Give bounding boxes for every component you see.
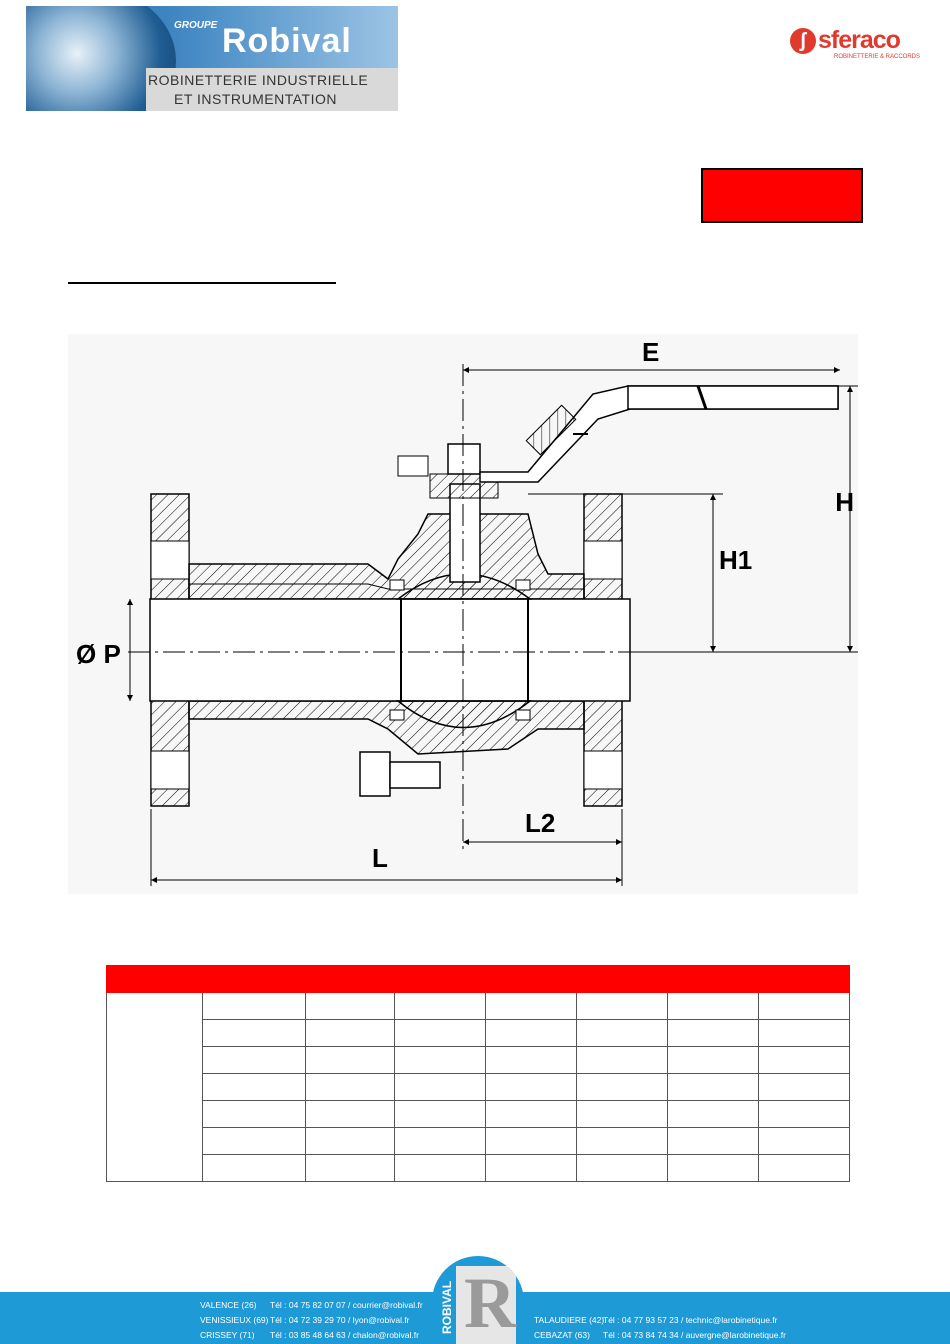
label-P: Ø P bbox=[76, 639, 121, 669]
logo-tagline-line-1: ROBINETTERIE INDUSTRIELLE bbox=[148, 72, 369, 88]
sferaco-subtitle: ROBINETTERIE & RACCORDS bbox=[834, 54, 921, 60]
logo-brand-name: Robival bbox=[222, 22, 352, 60]
footer-city: VENISSIEUX (69) bbox=[200, 1315, 269, 1325]
footer-contact: Tél : 04 75 82 07 07 / courrier@robival.… bbox=[270, 1300, 423, 1310]
emblem-vertical-text: ROBIVAL bbox=[440, 1280, 454, 1334]
table-header-cell bbox=[106, 965, 203, 993]
robival-logo: GROUPE Robival ROBINETTERIE INDUSTRIELLE… bbox=[26, 6, 398, 111]
title-underline bbox=[68, 282, 336, 284]
label-E: E bbox=[642, 337, 659, 367]
footer-city: CEBAZAT (63) bbox=[534, 1330, 590, 1340]
label-H: H bbox=[835, 487, 854, 517]
table-row bbox=[107, 1154, 850, 1182]
logo-group-label: GROUPE bbox=[174, 20, 218, 31]
valve-ball bbox=[389, 573, 533, 729]
sferaco-logo: ʃ sferaco ROBINETTERIE & RACCORDS bbox=[790, 26, 930, 64]
table-row bbox=[107, 1100, 850, 1128]
table-merged-cell bbox=[106, 992, 203, 1182]
footer-city: CRISSEY (71) bbox=[200, 1330, 255, 1340]
emblem-r-plate bbox=[456, 1266, 516, 1344]
footer-robival-emblem: R ROBIVAL bbox=[432, 1256, 524, 1344]
table-row bbox=[106, 992, 850, 1182]
table-row bbox=[107, 1046, 850, 1074]
emblem-r-icon: R bbox=[464, 1263, 516, 1343]
label-L: L bbox=[372, 843, 388, 873]
footer-city: TALAUDIERE (42) bbox=[534, 1315, 605, 1325]
ball-valve-drawing: E H H1 Ø P L2 L bbox=[68, 334, 858, 894]
table-header-cell bbox=[394, 965, 486, 993]
footer-contact: Tél : 04 77 93 57 23 / technic@larobinet… bbox=[603, 1315, 778, 1325]
footer-contact: Tél : 03 85 48 64 63 / chalon@robival.fr bbox=[270, 1330, 419, 1340]
dimensions-table bbox=[106, 965, 850, 1182]
table-header-cell bbox=[485, 965, 577, 993]
valve-handle bbox=[479, 385, 839, 483]
logo-tagline-band bbox=[146, 68, 398, 111]
label-H1: H1 bbox=[719, 545, 752, 575]
table-header-cell bbox=[202, 965, 306, 993]
sferaco-brand-name: sferaco bbox=[818, 26, 901, 54]
valve-bore bbox=[149, 598, 631, 702]
label-L2: L2 bbox=[525, 808, 555, 838]
table-header-cell bbox=[305, 965, 395, 993]
logo-tagline-line-2: ET INSTRUMENTATION bbox=[174, 91, 337, 107]
red-badge bbox=[701, 168, 863, 223]
table-row bbox=[107, 1073, 850, 1101]
sferaco-mark-icon: ʃ bbox=[790, 28, 816, 54]
table-row bbox=[107, 1127, 850, 1155]
table-row bbox=[107, 1019, 850, 1047]
footer-city: VALENCE (26) bbox=[200, 1300, 257, 1310]
drain-plug bbox=[359, 751, 441, 797]
table-header-cell bbox=[758, 965, 850, 993]
table-header-row bbox=[106, 965, 850, 993]
table-header-cell bbox=[667, 965, 759, 993]
footer-contact: Tél : 04 73 84 74 34 / auvergne@larobine… bbox=[603, 1330, 786, 1340]
table-header-cell bbox=[576, 965, 668, 993]
valve-stem bbox=[397, 443, 499, 583]
footer-contact: Tél : 04 72 39 29 70 / lyon@robival.fr bbox=[270, 1315, 410, 1325]
